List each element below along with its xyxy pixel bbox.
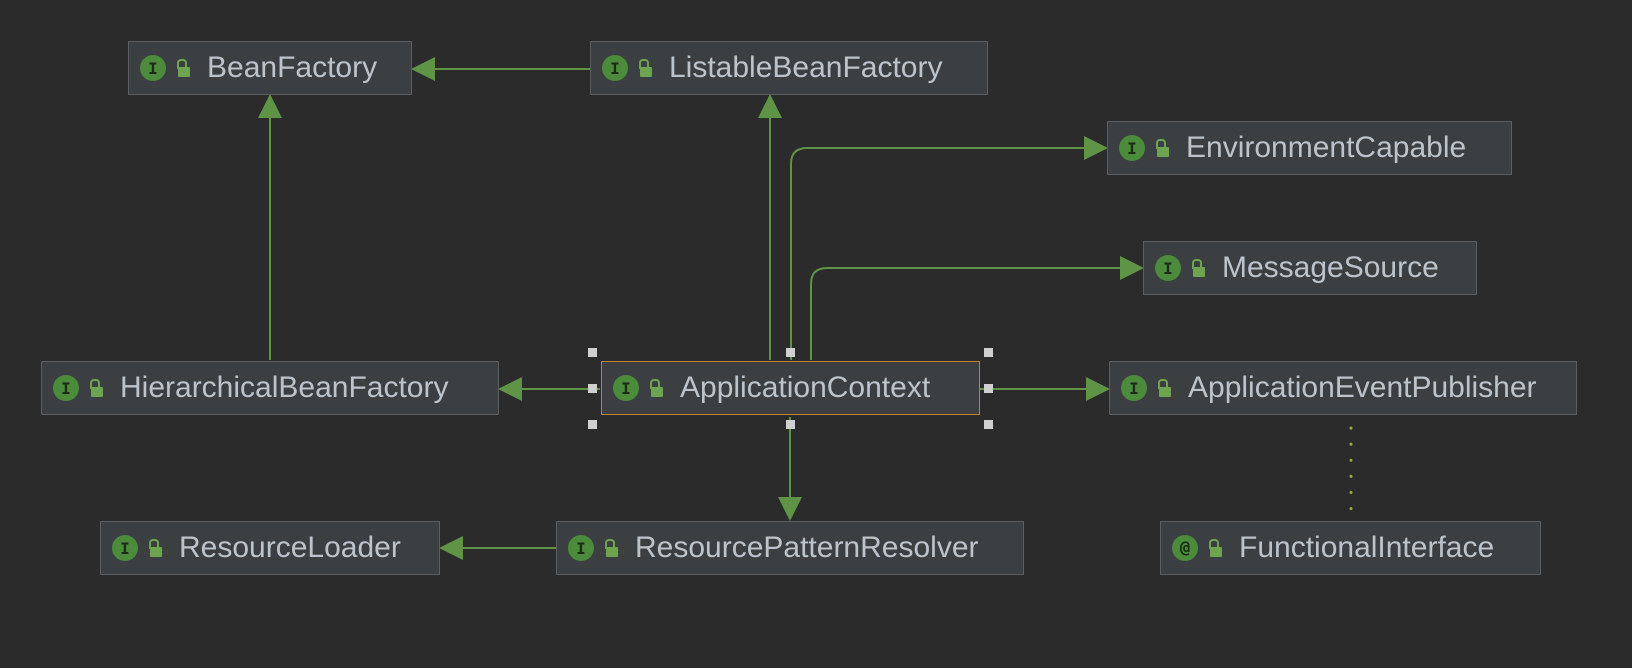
node-hierarchical-bean-factory[interactable]: I HierarchicalBeanFactory — [41, 361, 499, 415]
node-resource-loader[interactable]: I ResourceLoader — [100, 521, 440, 575]
interface-icon: I — [568, 535, 594, 561]
node-label: BeanFactory — [207, 51, 378, 84]
edge-context-to-messagesource — [810, 256, 1144, 360]
selection-handle-top[interactable] — [786, 348, 795, 357]
node-bean-factory[interactable]: I BeanFactory — [128, 41, 412, 95]
node-label: HierarchicalBeanFactory — [120, 371, 449, 404]
node-functional-interface[interactable]: @ FunctionalInterface — [1160, 521, 1541, 575]
node-environment-capable[interactable]: I EnvironmentCapable — [1107, 121, 1512, 175]
node-label: MessageSource — [1222, 251, 1439, 284]
interface-icon: I — [1121, 375, 1147, 401]
selection-handle-left[interactable] — [588, 384, 597, 393]
node-resource-pattern-resolver[interactable]: I ResourcePatternResolver — [556, 521, 1024, 575]
node-label: FunctionalInterface — [1239, 531, 1495, 564]
selection-handle-bottom-right[interactable] — [984, 420, 993, 429]
unlocked-icon — [147, 539, 162, 557]
interface-icon: I — [1155, 255, 1181, 281]
edge-context-to-environment — [790, 136, 1108, 360]
interface-icon: I — [53, 375, 79, 401]
node-label: ResourcePatternResolver — [635, 531, 979, 564]
selection-handle-top-right[interactable] — [984, 348, 993, 357]
node-label: ApplicationEventPublisher — [1188, 371, 1537, 404]
node-application-event-publisher[interactable]: I ApplicationEventPublisher — [1109, 361, 1577, 415]
selection-handle-top-left[interactable] — [588, 348, 597, 357]
node-listable-bean-factory[interactable]: I ListableBeanFactory — [590, 41, 988, 95]
annotation-icon: @ — [1172, 535, 1198, 561]
node-label: ListableBeanFactory — [669, 51, 943, 84]
node-label: ApplicationContext — [680, 371, 931, 404]
unlocked-icon — [1154, 139, 1169, 157]
node-label: EnvironmentCapable — [1186, 131, 1467, 164]
interface-icon: I — [140, 55, 166, 81]
unlocked-icon — [1207, 539, 1222, 557]
interface-icon: I — [1119, 135, 1145, 161]
interface-icon: I — [112, 535, 138, 561]
unlocked-icon — [1190, 259, 1205, 277]
node-message-source[interactable]: I MessageSource — [1143, 241, 1477, 295]
selection-handle-bottom-left[interactable] — [588, 420, 597, 429]
selection-handle-bottom[interactable] — [786, 420, 795, 429]
interface-icon: I — [613, 375, 639, 401]
unlocked-icon — [1156, 379, 1171, 397]
node-application-context[interactable]: I ApplicationContext — [601, 361, 980, 415]
interface-icon: I — [602, 55, 628, 81]
unlocked-icon — [88, 379, 103, 397]
node-label: ResourceLoader — [179, 531, 401, 564]
unlocked-icon — [648, 379, 663, 397]
selection-handle-right[interactable] — [984, 384, 993, 393]
unlocked-icon — [603, 539, 618, 557]
unlocked-icon — [175, 59, 190, 77]
unlocked-icon — [637, 59, 652, 77]
